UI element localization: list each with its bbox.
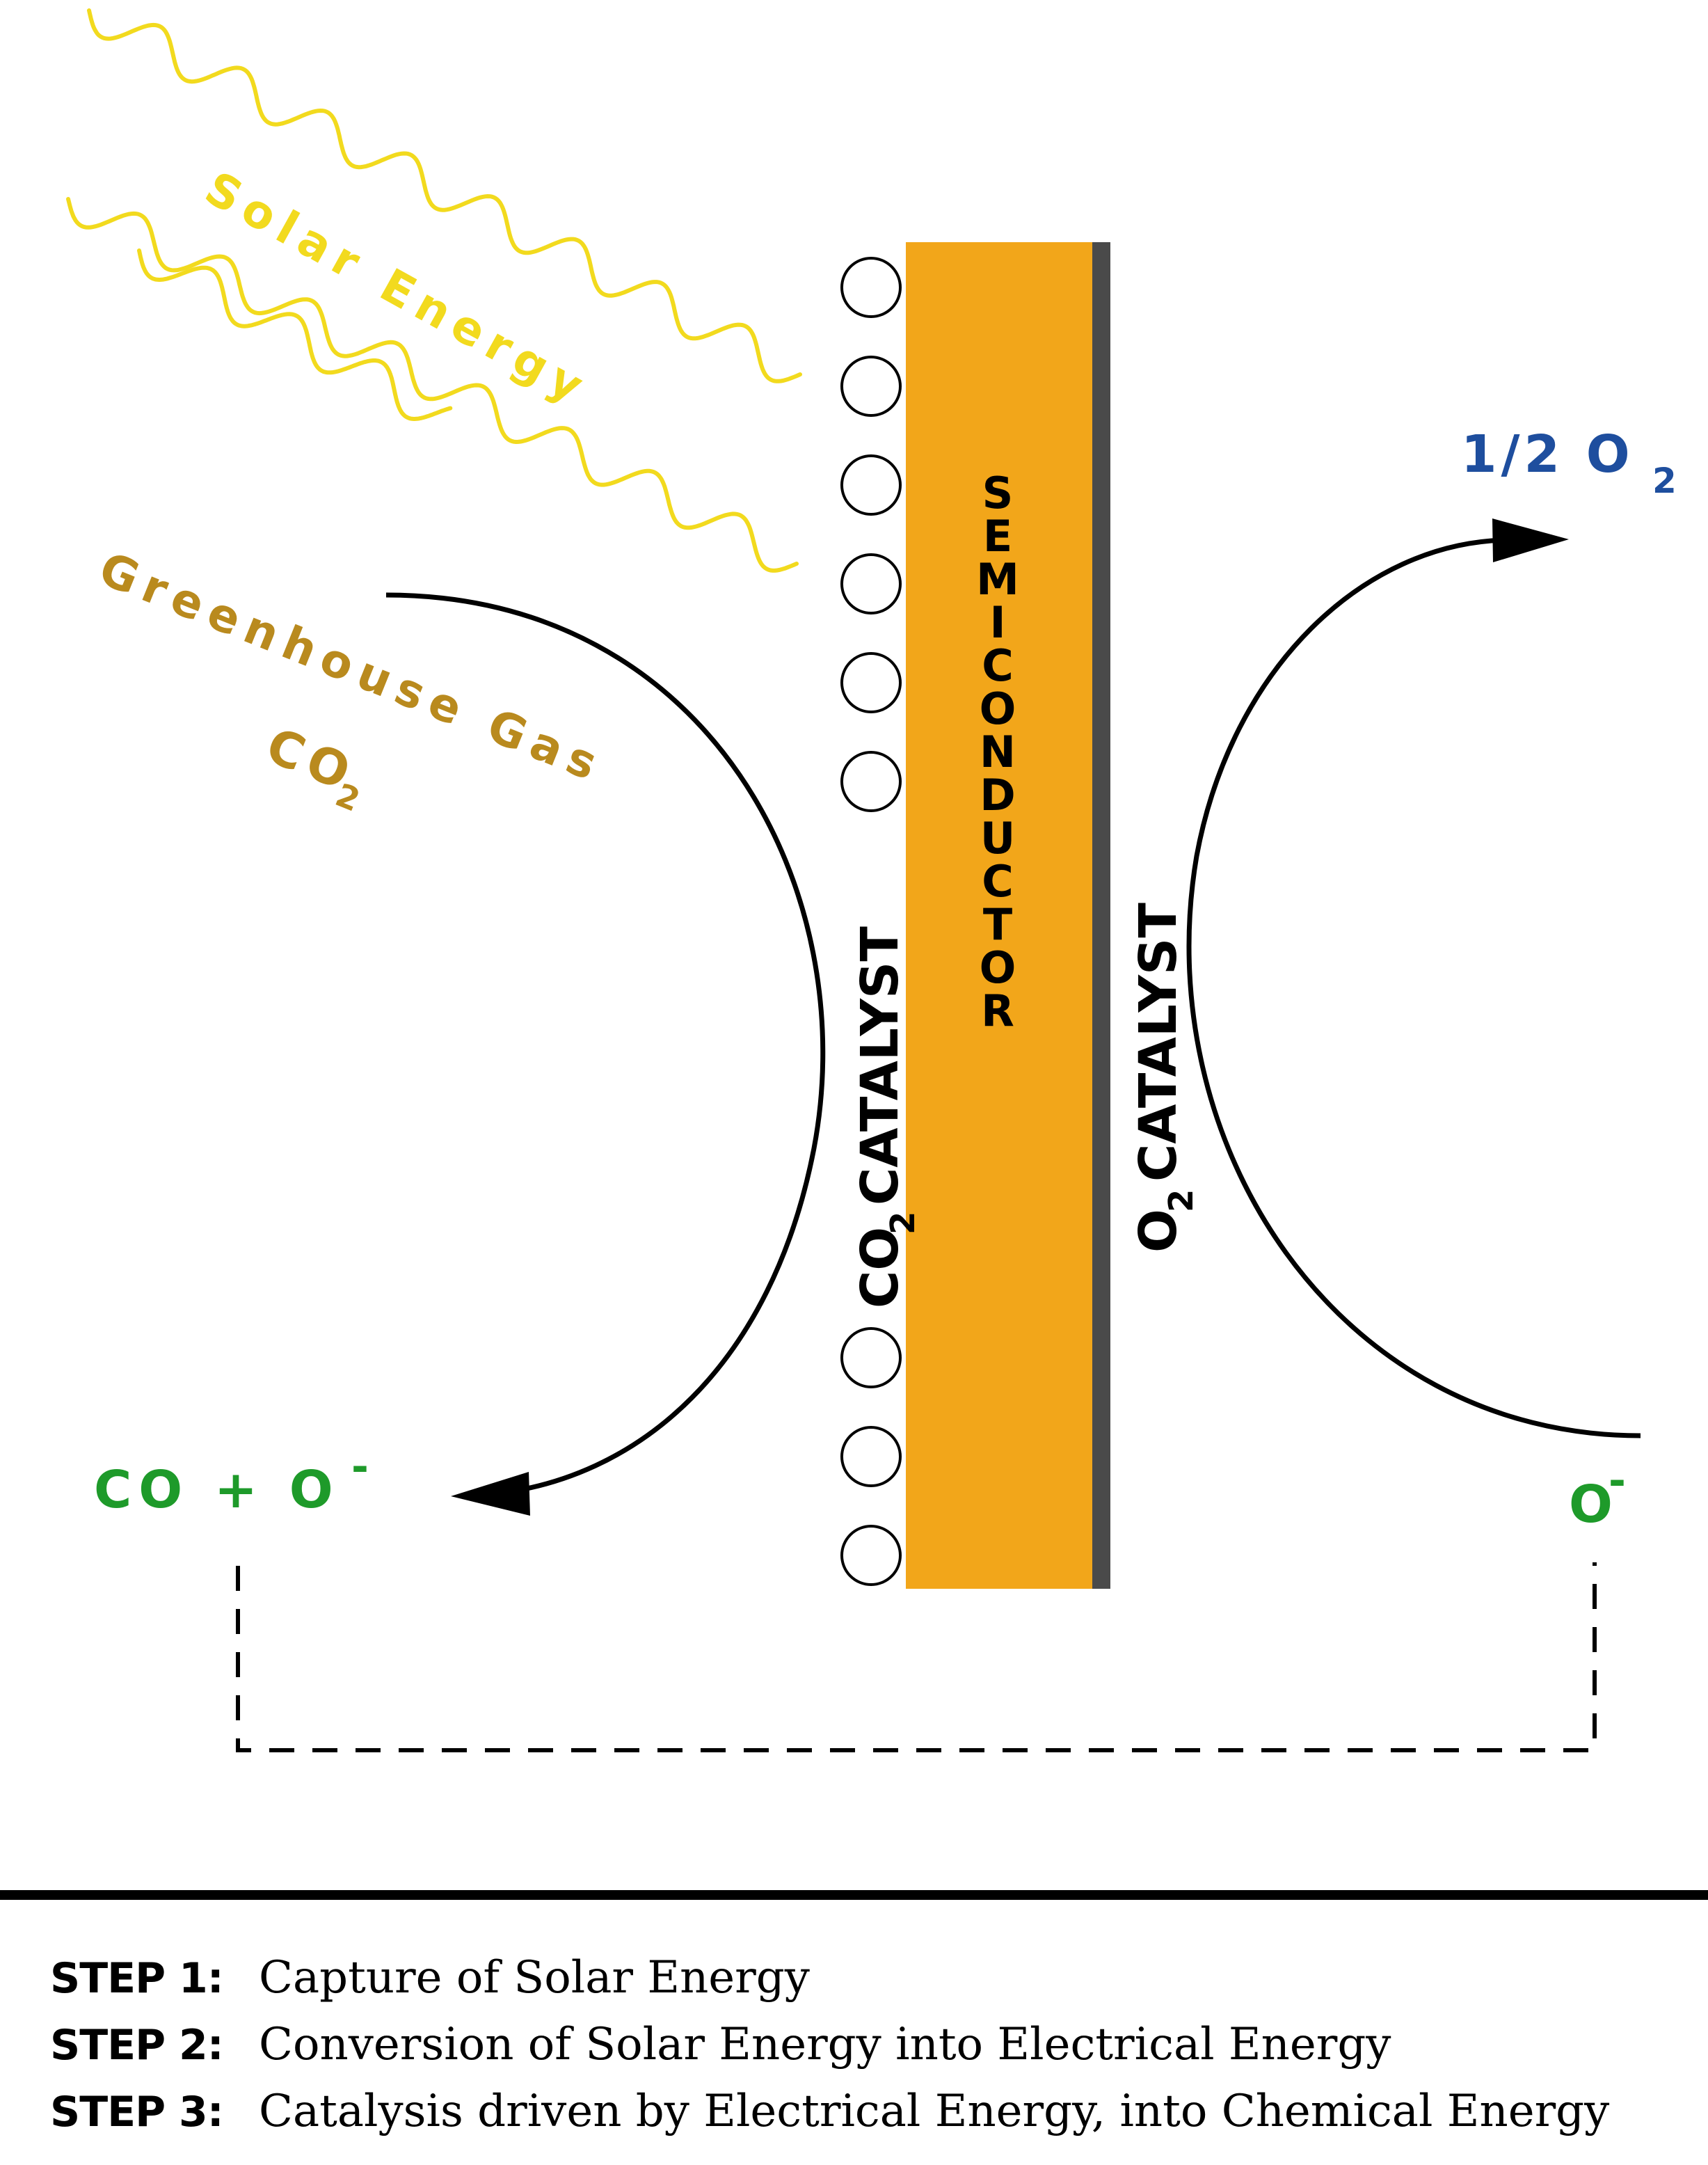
semiconductor-letter: C xyxy=(982,856,1014,907)
catalyst-particle xyxy=(840,553,902,614)
o2-catalyst-o: O xyxy=(1128,1209,1188,1253)
semiconductor-letter: O xyxy=(980,942,1016,993)
step-label: STEP 3: xyxy=(50,2088,224,2136)
co2-reduction-arrowhead xyxy=(451,1472,530,1516)
semiconductor-letter: S xyxy=(982,468,1014,518)
catalyst-particle xyxy=(840,1525,902,1586)
step-row: STEP 3: Catalysis driven by Electrical E… xyxy=(50,2086,1650,2152)
external-circuit-dashed xyxy=(236,1562,1597,1752)
half-o2-label: 1/2 O 2 xyxy=(1461,425,1677,501)
o2-catalyst-backplate xyxy=(1092,242,1110,1589)
semiconductor-letter: T xyxy=(983,899,1012,950)
semiconductor-letter: D xyxy=(980,770,1015,820)
o2-catalyst-word: CATALYST xyxy=(1128,903,1188,1182)
semiconductor-letter: E xyxy=(983,511,1012,562)
co2-catalyst-particles xyxy=(840,257,902,1586)
semiconductor-letter: U xyxy=(980,813,1015,864)
o-minus-label: O - xyxy=(1569,1457,1626,1534)
oxygen-evolution-arrow xyxy=(1186,537,1641,1438)
co2-catalyst-word: CATALYST xyxy=(850,926,910,1205)
co-plus-o-text: CO + O xyxy=(94,1460,340,1520)
step-row: STEP 1: Capture of Solar Energy xyxy=(50,1952,1650,2019)
semiconductor-letter: M xyxy=(976,554,1019,605)
step-row: STEP 2: Conversion of Solar Energy into … xyxy=(50,2019,1650,2086)
solar-ray-3 xyxy=(137,248,453,421)
solar-rays xyxy=(66,8,802,573)
half-o2-subscript: 2 xyxy=(1652,461,1677,501)
catalyst-particle xyxy=(840,1327,902,1388)
semiconductor-slab xyxy=(906,242,1092,1589)
o-minus-text: O xyxy=(1569,1475,1613,1534)
o-minus-superscript: - xyxy=(1609,1457,1626,1505)
catalyst-particle xyxy=(840,454,902,516)
catalyst-particle xyxy=(840,356,902,417)
semiconductor-letter: N xyxy=(980,727,1016,777)
co2-catalyst-co: CO xyxy=(850,1227,910,1308)
semiconductor-letter: O xyxy=(980,683,1016,734)
step-label: STEP 1: xyxy=(50,1954,224,2003)
co-plus-o-label: CO + O - xyxy=(94,1443,369,1520)
o2-catalyst-label: O 2 CATALYST xyxy=(1128,903,1201,1253)
catalyst-particle xyxy=(840,751,902,812)
step-text: Catalysis driven by Electrical Energy, i… xyxy=(259,2086,1610,2137)
catalyst-particle xyxy=(840,257,902,318)
step-text: Capture of Solar Energy xyxy=(259,1952,810,2004)
step-label: STEP 2: xyxy=(50,2021,224,2070)
solar-ray-2 xyxy=(66,197,799,573)
co2-greenhouse-label: CO 2 xyxy=(259,717,365,819)
solar-energy-label: Solar Energy xyxy=(196,161,599,418)
half-o2-text: 1/2 O xyxy=(1461,425,1634,484)
semiconductor-letter: C xyxy=(982,640,1014,691)
oxygen-evolution-arrowhead xyxy=(1492,518,1569,562)
semiconductor-letter: R xyxy=(981,985,1014,1036)
solar-ray-1 xyxy=(87,8,802,383)
catalyst-particle xyxy=(840,1426,902,1487)
step-text: Conversion of Solar Energy into Electric… xyxy=(259,2019,1391,2070)
co2-catalyst-label: CO 2 CATALYST xyxy=(850,926,923,1308)
co2-reduction-arrow xyxy=(385,592,826,1498)
co-plus-o-superscript: - xyxy=(351,1443,369,1491)
o2-catalyst-subscript: 2 xyxy=(1162,1189,1201,1212)
steps-legend: STEP 1: Capture of Solar Energy STEP 2: … xyxy=(50,1952,1650,2152)
catalyst-particle xyxy=(840,652,902,713)
semiconductor-letter: I xyxy=(989,597,1005,648)
co2-catalyst-subscript: 2 xyxy=(884,1212,923,1235)
